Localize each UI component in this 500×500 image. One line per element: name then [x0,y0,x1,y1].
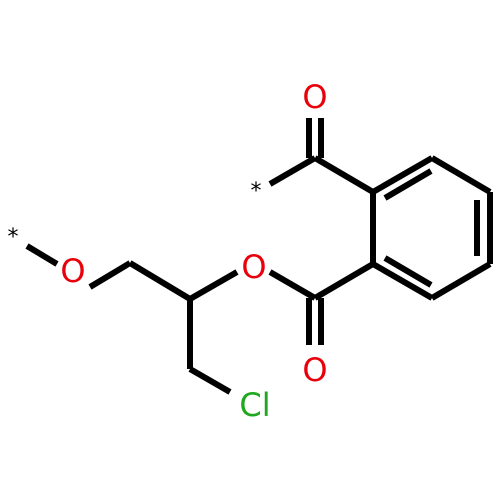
ch-to-ch2-top [128,260,192,302]
oxygen-label-top: O [302,78,327,116]
oxygen-label-ester: O [241,248,266,286]
oxygen-label-ether: O [60,252,85,290]
ch2-to-cl [188,366,232,395]
carbonyl-to-ester-o [268,269,317,301]
chlorine-label: Cl [239,386,270,424]
atom-labels: O O O O Cl * * [8,78,328,424]
ester-o-to-ch [188,269,239,302]
ring-bond-4 [430,261,492,301]
attachment-star-left: * [8,225,19,250]
ring-bond-5-inner [383,255,433,288]
ring-bond-1 [371,155,434,195]
ring-to-top-carbonyl [313,155,375,195]
top-carbonyl-to-star [268,155,317,187]
ring-bond-5 [371,261,434,301]
ring-bond-2 [430,155,492,195]
ch2-to-ether-o [88,260,132,290]
attachment-star-right: * [251,179,262,204]
ether-o-to-star [25,243,59,267]
bonds [25,118,493,395]
ring-to-bottom-carbonyl [313,261,375,301]
ring-bond-1-inner [383,168,433,201]
oxygen-label-bottom: O [302,351,327,389]
